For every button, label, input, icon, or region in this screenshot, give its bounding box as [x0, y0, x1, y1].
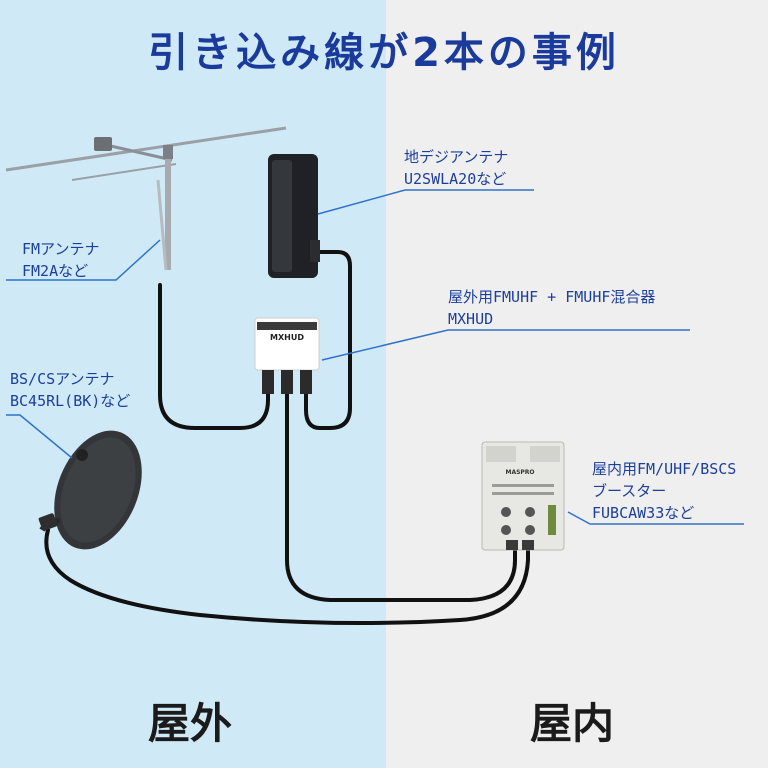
page-title: 引き込み線が2本の事例 — [148, 30, 620, 76]
cable-mixer-to-booster — [285, 388, 517, 602]
label-mixer-line1: 屋外用FMUHF + FMUHF混合器 — [448, 288, 656, 306]
leader-booster — [567, 511, 744, 525]
label-fm-antenna: FMアンテナ FM2Aなど — [22, 238, 99, 282]
zone-indoor: 屋内 — [530, 699, 615, 748]
cable-dish-to-booster — [44, 528, 530, 626]
label-booster-line2: ブースター — [592, 482, 667, 500]
digital-antenna — [268, 154, 320, 278]
mixer-model-text: MXHUD — [270, 333, 304, 342]
label-booster: 屋内用FM/UHF/BSCS ブースター FUBCAW33など — [592, 458, 736, 524]
label-bs-antenna-line2: BC45RL(BK)など — [10, 392, 131, 410]
bs-cs-dish — [38, 430, 142, 550]
mixer-device: MXHUD — [254, 317, 320, 394]
label-digital-antenna: 地デジアンテナ U2SWLA20など — [404, 146, 508, 190]
leader-mixer — [321, 329, 690, 361]
indoor-area — [386, 0, 768, 768]
label-fm-antenna-line2: FM2Aなど — [22, 262, 89, 280]
leader-lines — [6, 189, 744, 525]
cable-fm-to-mixer — [158, 283, 270, 430]
cable-digital-to-mixer — [304, 250, 352, 430]
label-digital-antenna-line1: 地デジアンテナ — [404, 148, 509, 166]
booster-brand-text: MASPRO — [505, 469, 534, 476]
booster-device: MASPRO — [481, 441, 565, 551]
label-fm-antenna-line1: FMアンテナ — [22, 240, 100, 258]
outdoor-area — [0, 0, 386, 768]
zone-outdoor: 屋外 — [148, 699, 233, 748]
cables — [44, 250, 530, 626]
label-bs-antenna: BS/CSアンテナ BC45RL(BK)など — [10, 368, 130, 412]
fm-antenna — [5, 126, 287, 271]
label-mixer: 屋外用FMUHF + FMUHF混合器 MXHUD — [448, 286, 655, 330]
label-booster-line3: FUBCAW33など — [592, 504, 695, 522]
leader-fm — [6, 239, 161, 281]
label-mixer-line2: MXHUD — [448, 310, 494, 328]
label-bs-antenna-line1: BS/CSアンテナ — [10, 370, 115, 388]
label-booster-line1: 屋内用FM/UHF/BSCS — [592, 460, 737, 478]
leader-digital — [317, 189, 534, 215]
leader-bs — [6, 414, 73, 459]
label-digital-antenna-line2: U2SWLA20など — [404, 170, 507, 188]
